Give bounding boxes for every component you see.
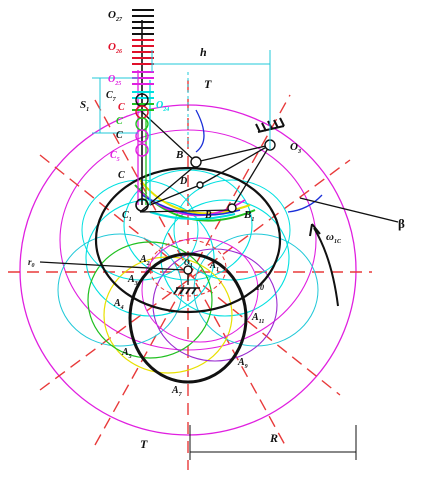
label-c1: C1 <box>122 210 132 223</box>
blue-arc-top <box>195 109 205 153</box>
beta-leader <box>299 197 399 223</box>
cg-h4 <box>191 287 197 295</box>
joint-d <box>196 181 204 189</box>
joints <box>183 139 276 275</box>
label-r: R <box>269 431 278 445</box>
radial-line-d2 <box>39 159 351 391</box>
o3-ground-h4 <box>273 119 279 129</box>
label-r0: r0 <box>28 257 35 269</box>
label-beta: β <box>398 216 405 231</box>
dim-r <box>189 425 357 460</box>
link-c1-b1 <box>139 209 233 213</box>
label-s1: S1 <box>80 99 89 113</box>
link-c1-b <box>139 164 197 213</box>
joint-b1 <box>227 203 237 213</box>
label-c5: C5 <box>110 150 120 163</box>
purple-circle <box>152 248 278 362</box>
center-ground <box>173 287 200 295</box>
label-o-center: O1 <box>184 258 193 269</box>
green-circle <box>87 241 213 359</box>
label-a7: A7 <box>171 385 183 398</box>
label-t-bottom: T <box>140 437 148 451</box>
omega-arc <box>313 227 339 307</box>
omega-arrowhead <box>309 223 321 237</box>
link-c-b <box>141 111 197 163</box>
label-o25: O25 <box>108 74 121 87</box>
label-h: h <box>200 45 207 59</box>
label-a10: 10 <box>256 283 264 292</box>
o3-ground-h2 <box>261 122 267 132</box>
coupler-curve-blue <box>141 194 241 216</box>
cam-profile <box>94 166 282 384</box>
cg-h1 <box>173 287 179 295</box>
spring-black <box>132 9 154 35</box>
link-o3-d <box>199 144 271 186</box>
cyan-circle-7 <box>173 179 291 281</box>
label-a4: A4 <box>113 298 124 311</box>
labels: O27 O26 O25 O24 h T S1 C7 C C C C5 C C1 … <box>28 9 405 451</box>
roller-c-c <box>135 129 149 143</box>
label-a3: A3 <box>127 274 138 287</box>
o3-ground-h1 <box>255 123 261 133</box>
omega-arrow <box>309 223 339 307</box>
label-o24: O24 <box>156 100 169 113</box>
roller-c1 <box>135 198 149 212</box>
label-o3: O3 <box>290 141 301 155</box>
label-b: B <box>175 149 183 161</box>
label-a2: A2 <box>139 254 150 267</box>
main-cam-lower <box>128 252 248 384</box>
link-d-b <box>149 184 201 206</box>
label-c-b: C <box>116 116 123 127</box>
roller-c5 <box>135 143 149 157</box>
cyan-circle-4 <box>57 233 183 347</box>
cyan-circle-2 <box>160 199 290 317</box>
label-o26: O26 <box>108 41 122 55</box>
o3-ground <box>255 117 285 133</box>
label-d: D <box>179 176 187 187</box>
r0-leader <box>39 261 185 271</box>
label-c-c: C <box>116 130 123 141</box>
spring-red <box>132 39 154 65</box>
label-a1: A1 <box>209 260 219 273</box>
label-a9: A9 <box>237 357 248 370</box>
blue-arc-right <box>287 194 323 213</box>
o3-ground-h5 <box>279 117 285 127</box>
magenta-circle-small <box>141 237 259 343</box>
label-b1: B1 <box>243 209 254 223</box>
label-o27: O27 <box>108 9 123 23</box>
linkage <box>39 111 399 285</box>
label-a11: A11 <box>251 312 264 325</box>
link-b-o3 <box>195 144 271 163</box>
main-cam-upper <box>94 166 282 314</box>
label-t-top: T <box>204 77 212 91</box>
link-o3-b1 <box>231 144 271 209</box>
label-c7: C7 <box>106 90 117 103</box>
rollers <box>135 93 149 212</box>
joint-b <box>190 156 202 168</box>
cg-h2 <box>179 287 185 295</box>
label-c-d: C <box>118 170 125 181</box>
radial-dash-lines <box>8 80 372 470</box>
label-c-a: C <box>118 102 125 113</box>
dimension-lines <box>92 50 271 150</box>
label-a5: A5 <box>121 347 132 360</box>
label-b-mid: B <box>204 210 212 221</box>
base-dashed-circle <box>149 239 227 297</box>
coupler-curve-cyan <box>149 211 236 220</box>
joint-centre <box>183 265 193 275</box>
cg-h3 <box>185 287 191 295</box>
label-omega: ω1C <box>326 231 342 245</box>
